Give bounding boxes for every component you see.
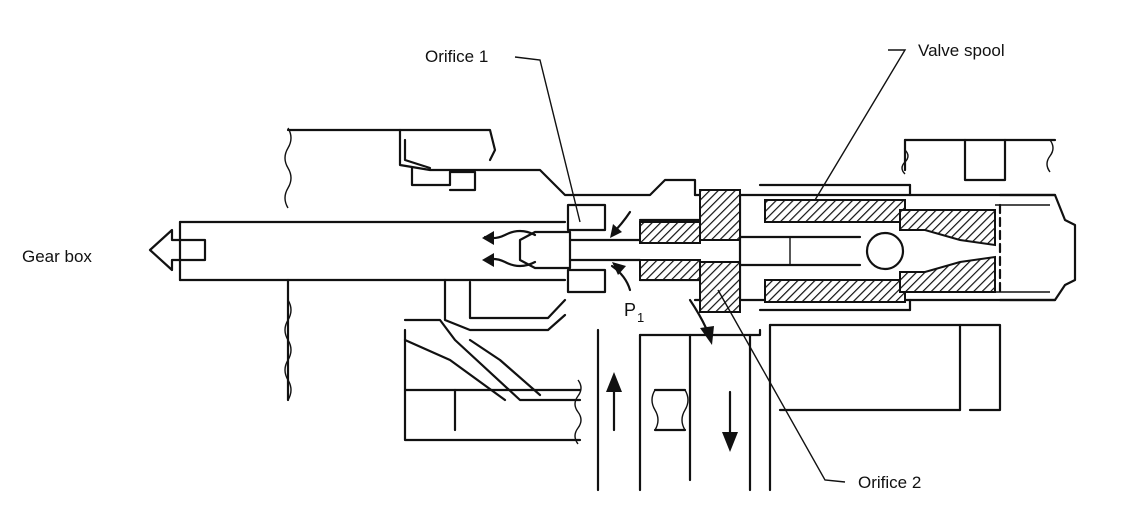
lower-ports (596, 323, 1002, 492)
right-housing-upper (901, 138, 1057, 182)
vertical-flow-arrows (606, 298, 738, 452)
label-orifice-2: Orifice 2 (858, 473, 921, 492)
valve-spool-hatched-parts (639, 189, 996, 313)
right-end-cap (995, 193, 1077, 302)
orifice-1-nozzle (518, 203, 642, 294)
gear-box-arrow (148, 228, 207, 272)
left-housing-upper (284, 127, 697, 209)
output-shaft (178, 220, 567, 282)
label-gear-box: Gear box (22, 247, 92, 266)
label-valve-spool: Valve spool (918, 41, 1005, 60)
leader-lines (514, 49, 907, 483)
label-p1-subscript: 1 (637, 310, 644, 325)
left-housing-lower (284, 278, 582, 445)
label-orifice-1: Orifice 1 (425, 47, 488, 66)
label-p1: P (624, 300, 636, 320)
flow-arrows-left (482, 210, 632, 292)
spool-rod (738, 231, 905, 271)
